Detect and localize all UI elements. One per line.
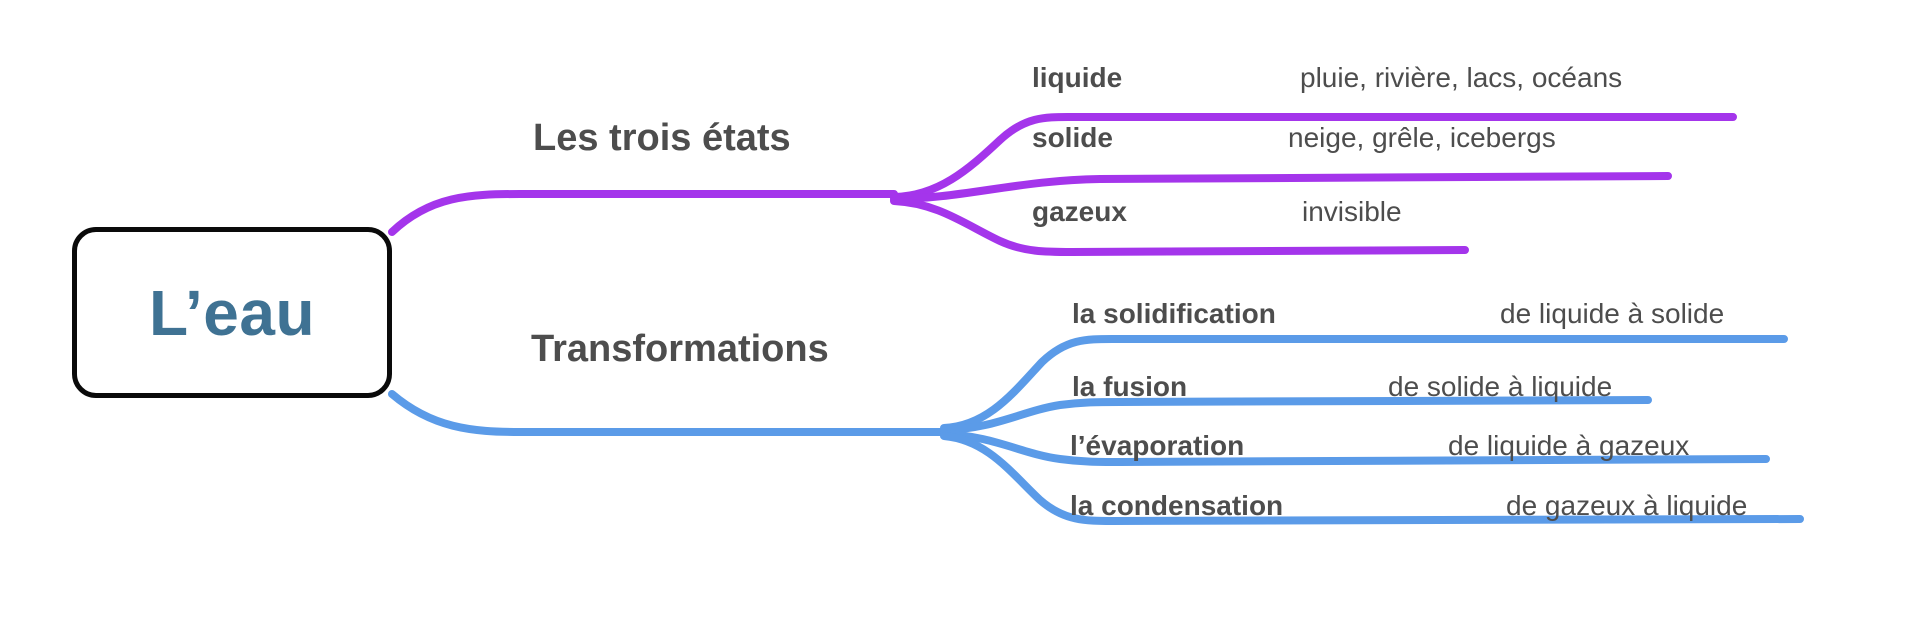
leaf-desc-solidification: de liquide à solide — [1500, 298, 1725, 329]
leaf-desc-evaporation: de liquide à gazeux — [1448, 430, 1690, 461]
leaf-desc-fusion: de solide à liquide — [1388, 371, 1613, 402]
leaf-title-liquide[interactable]: liquide — [1032, 62, 1123, 93]
leaf-title-condensation[interactable]: la condensation — [1070, 490, 1284, 521]
blue-branch-solidification — [940, 335, 1788, 432]
leaf-title-fusion[interactable]: la fusion — [1072, 371, 1188, 402]
branch-label-transformations[interactable]: Transformations — [531, 328, 829, 370]
purple-trunk-connector — [388, 190, 898, 236]
purple-branch-solide — [890, 172, 1672, 203]
root-node[interactable]: L’eau — [72, 227, 392, 398]
leaf-title-evaporation[interactable]: l’évaporation — [1070, 430, 1245, 461]
leaf-desc-condensation: de gazeux à liquide — [1506, 490, 1748, 521]
blue-trunk-connector — [388, 390, 948, 436]
leaf-desc-solide: neige, grêle, icebergs — [1288, 122, 1556, 153]
blue-branch-fusion — [940, 396, 1652, 434]
leaf-desc-liquide: pluie, rivière, lacs, océans — [1300, 62, 1623, 93]
root-node-label: L’eau — [148, 276, 316, 349]
leaf-title-solide[interactable]: solide — [1032, 122, 1113, 153]
leaf-title-gazeux[interactable]: gazeux — [1032, 196, 1127, 227]
leaf-title-solidification[interactable]: la solidification — [1072, 298, 1276, 329]
leaf-desc-gazeux: invisible — [1302, 196, 1402, 227]
branch-label-etats[interactable]: Les trois états — [533, 117, 791, 159]
